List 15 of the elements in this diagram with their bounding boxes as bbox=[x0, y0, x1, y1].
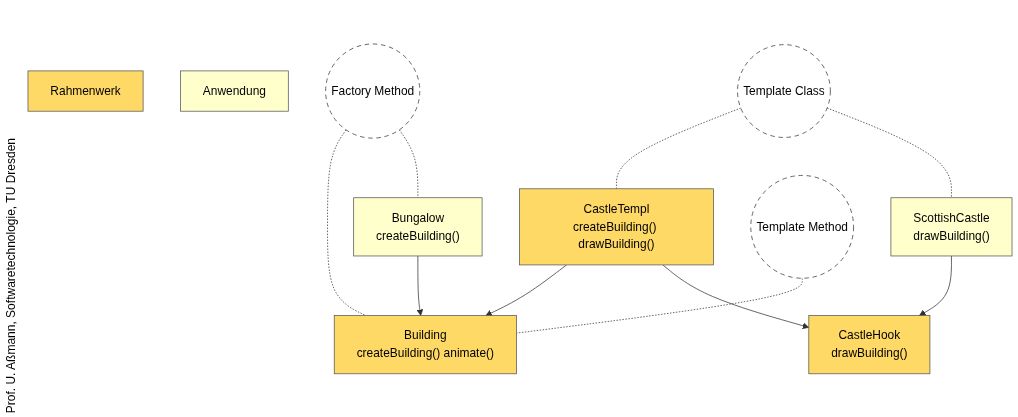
node-circle: Factory Method bbox=[325, 43, 421, 139]
connector bbox=[616, 107, 742, 189]
connector bbox=[516, 277, 803, 334]
author-note: Prof. U. Aßmann, Softwaretechnologie, TU Dresden bbox=[4, 137, 18, 413]
node-circle: Template Method bbox=[750, 174, 854, 279]
node-box: CastleHook drawBuilding() bbox=[808, 314, 931, 374]
node-box: CastleTempl createBuilding() drawBuilding() bbox=[519, 188, 714, 265]
node-box: Rahmenwerk bbox=[27, 70, 144, 112]
node-box: Bungalow createBuilding() bbox=[353, 196, 483, 256]
connector bbox=[826, 107, 952, 198]
node-box: Building createBuilding() animate() bbox=[333, 314, 517, 374]
node-box: Anwendung bbox=[180, 70, 289, 112]
node-box: ScottishCastle drawBuilding() bbox=[890, 196, 1013, 256]
node-circle: Template Class bbox=[737, 43, 831, 138]
connector bbox=[399, 129, 419, 198]
